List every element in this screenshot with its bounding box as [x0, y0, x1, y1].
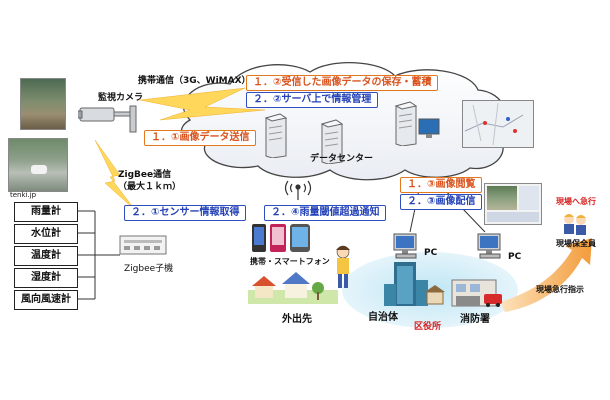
pc-icon-1	[393, 233, 417, 259]
zigbee-label-1: ZigBee通信	[118, 170, 172, 180]
staff-label: 現場保全員	[556, 239, 596, 248]
person-icon	[336, 245, 350, 288]
step-1-1: １．①画像データ送信	[144, 130, 257, 146]
map-screenshot	[462, 100, 534, 148]
server-icon-1	[264, 113, 288, 158]
camera-icon	[78, 105, 137, 133]
camera-label: 監視カメラ	[98, 93, 144, 103]
mobile-phones-icon	[252, 224, 310, 252]
pc-icon-2	[477, 233, 501, 259]
river-photo-1	[20, 78, 66, 130]
fire-dept-label: 消防署	[460, 314, 490, 325]
data-center-label: データセンター	[310, 154, 374, 164]
municipality-building	[384, 262, 428, 306]
rush-label: 現場へ急行	[556, 197, 596, 206]
zigbee-label-2: （最大１ｋｍ）	[118, 182, 182, 192]
photo-credit: tenki.jp	[10, 191, 37, 199]
sensor-water-level: 水位計	[14, 224, 78, 244]
step-2-1: ２．①センサー情報取得	[124, 205, 247, 221]
municipality-label: 自治体	[368, 312, 398, 323]
zigbee-child-label: Zigbee子機	[124, 264, 174, 274]
step-1-3: １．③画像閲覧	[400, 177, 483, 193]
sensor-anemometer: 風向風速計	[14, 290, 78, 310]
car-in-flood	[31, 165, 47, 174]
outside-label: 外出先	[282, 314, 312, 325]
step-1-2: １．②受信した画像データの保存・蓄積	[246, 75, 439, 91]
mobile-network-label: 携帯通信（3G、WiMAX）網	[138, 76, 260, 86]
staff-icon	[564, 214, 586, 235]
sensor-rain-gauge: 雨量計	[14, 202, 78, 222]
mobile-label: 携帯・スマートフォン	[250, 257, 330, 266]
instruction-label: 現場急行指示	[536, 285, 584, 294]
antenna-icon	[284, 180, 312, 200]
ward-office-building	[425, 285, 445, 305]
town-illustration	[248, 272, 338, 304]
sensor-thermometer: 温度計	[14, 246, 78, 266]
ward-office-label: 区役所	[414, 322, 442, 332]
server-icon-2	[320, 119, 344, 164]
sensor-hygrometer: 湿度計	[14, 268, 78, 288]
step-2-4: ２．④雨量閾値超過通知	[264, 205, 387, 221]
server-icon-3	[394, 101, 418, 146]
step-2-3: ２．③画像配信	[400, 194, 483, 210]
mobile-lightning	[139, 87, 266, 121]
fire-station-building	[451, 279, 502, 307]
pc-label-1: PC	[424, 248, 438, 258]
step-2-2: ２．②サーバ上で情報管理	[246, 92, 379, 108]
field-view-screenshot	[484, 183, 542, 225]
river-photo-2	[8, 138, 68, 192]
monitor-icon	[418, 118, 440, 138]
dispatch-arrow	[500, 238, 592, 312]
pc-label-2: PC	[508, 252, 522, 262]
zigbee-device-icon	[119, 235, 167, 255]
